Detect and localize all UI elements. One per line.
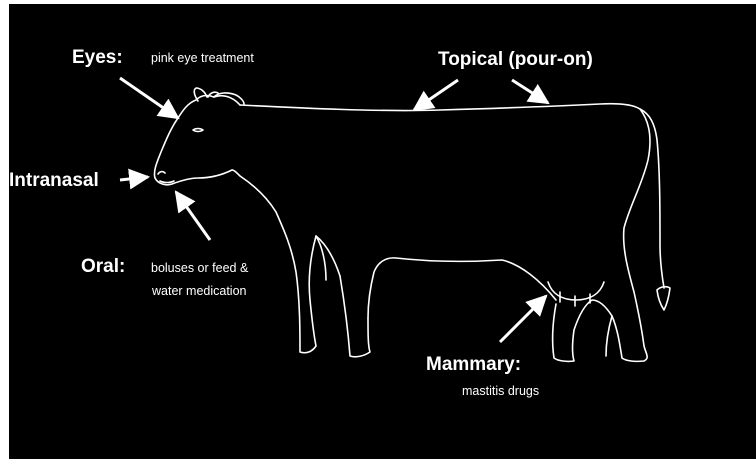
cow-hind-leg-front xyxy=(553,300,612,361)
cow-nostril xyxy=(158,172,165,174)
topical-heading: Topical (pour-on) xyxy=(438,50,593,69)
cow-leg-detail-2 xyxy=(606,316,612,356)
arrow-oral xyxy=(176,192,210,240)
cow-ear-right xyxy=(214,93,244,104)
cow-ear-left xyxy=(194,88,207,101)
eyes-heading: Eyes: xyxy=(72,48,123,67)
cow-mouth xyxy=(160,181,174,183)
eyes-detail: pink eye treatment xyxy=(151,52,254,65)
cow-tail xyxy=(640,109,664,288)
cow-belly xyxy=(368,258,556,318)
cow-chest xyxy=(232,170,276,212)
arrow-mammary xyxy=(500,296,546,342)
oral-heading: Oral: xyxy=(81,257,125,276)
mammary-detail: mastitis drugs xyxy=(462,385,539,398)
oral-detail-line1: boluses or feed & xyxy=(151,262,248,275)
intranasal-heading: Intranasal xyxy=(9,171,99,190)
cow-eye xyxy=(193,129,203,132)
cow-tail-tip xyxy=(657,287,670,310)
cow-udder xyxy=(548,282,604,300)
arrow-topical-1 xyxy=(414,80,458,110)
cow-front-leg-front xyxy=(276,212,340,353)
cow-back-line xyxy=(240,104,640,111)
cow-front-leg-rear xyxy=(340,276,370,357)
mammary-heading: Mammary: xyxy=(426,355,521,374)
oral-detail-line2: water medication xyxy=(152,285,247,298)
arrow-eyes xyxy=(120,78,178,118)
arrow-topical-2 xyxy=(512,80,548,103)
cow-rump xyxy=(612,109,650,361)
arrow-intranasal xyxy=(120,177,148,180)
cow-leg-detail-1 xyxy=(316,236,326,280)
